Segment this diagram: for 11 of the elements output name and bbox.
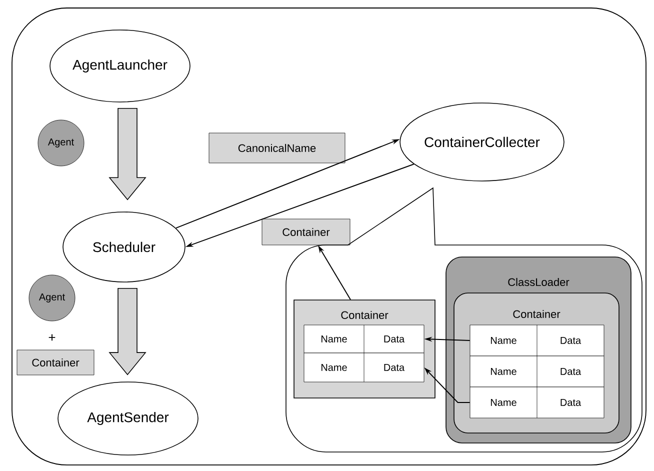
label-box: Container — [16, 350, 94, 376]
plus-sign: + — [48, 334, 56, 341]
label-box: CanonicalName — [208, 132, 346, 164]
table-row: Name Data — [304, 324, 424, 354]
table-row: Name Data — [470, 386, 604, 418]
table-row: Name Data — [470, 356, 604, 388]
table-row: Name Data — [304, 352, 424, 382]
label-box: Container — [262, 218, 350, 246]
block-arrow — [108, 108, 146, 200]
block-arrow — [108, 288, 146, 376]
table-row: Name Data — [470, 324, 604, 356]
